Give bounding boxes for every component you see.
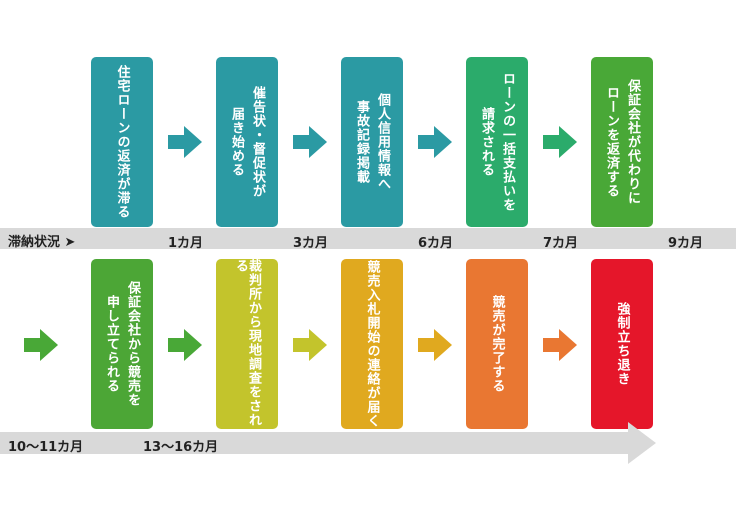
- arrow-right-icon: [543, 329, 577, 361]
- arrow-shape: [418, 126, 452, 158]
- arrow-right-icon: [418, 329, 452, 361]
- arrow-right-icon: [168, 126, 202, 158]
- timeline-bar-top: [0, 228, 736, 249]
- step-loan-payment-delayed: 住宅ローンの返済が滞る: [91, 57, 153, 227]
- arrow-shape: [418, 329, 452, 361]
- step-notice-arrives: 催告状・督促状が 届き始める: [216, 57, 278, 227]
- arrow-right-icon: [293, 329, 327, 361]
- arrow-shape: [168, 126, 202, 158]
- time-label: 10〜11カ月: [8, 440, 84, 455]
- step-text: 競売が完了する: [489, 295, 505, 393]
- step-auction-complete: 競売が完了する: [466, 259, 528, 429]
- arrow-right-icon: [293, 126, 327, 158]
- arrow-shape: [24, 329, 58, 361]
- step-guarantor-repays: 保証会社が代わりに ローンを返済する: [591, 57, 653, 227]
- time-label: 3カ月: [293, 236, 329, 251]
- time-label: 13〜16カ月: [143, 440, 219, 455]
- step-court-inspection: 裁判所から現地調査をされる: [216, 259, 278, 429]
- arrow-shape: [168, 329, 202, 361]
- step-text: 請求される: [479, 107, 494, 177]
- arrow-shape: [543, 329, 577, 361]
- arrow-right-icon: [24, 329, 58, 361]
- step-text: ローンを返済する: [604, 86, 619, 198]
- time-label: 9カ月: [668, 236, 704, 251]
- step-text: 強制立ち退き: [614, 302, 630, 386]
- step-text: 住宅ローンの返済が滞る: [114, 65, 130, 219]
- timeline-arrow-shape: [0, 422, 656, 464]
- time-label: 6カ月: [418, 236, 454, 251]
- step-text: 保証会社から競売を: [125, 281, 140, 407]
- step-lump-sum-demand: ローンの一括支払いを 請求される: [466, 57, 528, 227]
- arrow-shape: [293, 329, 327, 361]
- step-text: 保証会社が代わりに: [625, 79, 640, 205]
- step-text: 届き始める: [229, 107, 244, 177]
- step-text: ローンの一括支払いを: [500, 72, 515, 212]
- arrow-shape: [293, 126, 327, 158]
- status-label: 滞納状況 ➤: [8, 235, 76, 250]
- time-label: 1カ月: [168, 236, 204, 251]
- step-text: 催告状・督促状が: [250, 86, 265, 198]
- time-label: 7カ月: [543, 236, 579, 251]
- step-forced-eviction: 強制立ち退き: [591, 259, 653, 429]
- arrow-right-icon: [418, 126, 452, 158]
- arrow-shape: [543, 126, 577, 158]
- arrow-right-icon: [168, 329, 202, 361]
- step-auction-filed: 保証会社から競売を 申し立てられる: [91, 259, 153, 429]
- step-text: 競売入札開始の連絡が届く: [364, 260, 380, 428]
- step-credit-record: 個人信用情報へ 事故記録掲載: [341, 57, 403, 227]
- arrow-right-icon: [543, 126, 577, 158]
- step-text: 裁判所から現地調査をされる: [233, 259, 261, 427]
- timeline-arrow-bottom: [0, 422, 656, 464]
- step-bidding-notice: 競売入札開始の連絡が届く: [341, 259, 403, 429]
- step-text: 事故記録掲載: [354, 100, 369, 184]
- step-text: 個人信用情報へ: [375, 93, 390, 191]
- step-text: 申し立てられる: [104, 295, 119, 393]
